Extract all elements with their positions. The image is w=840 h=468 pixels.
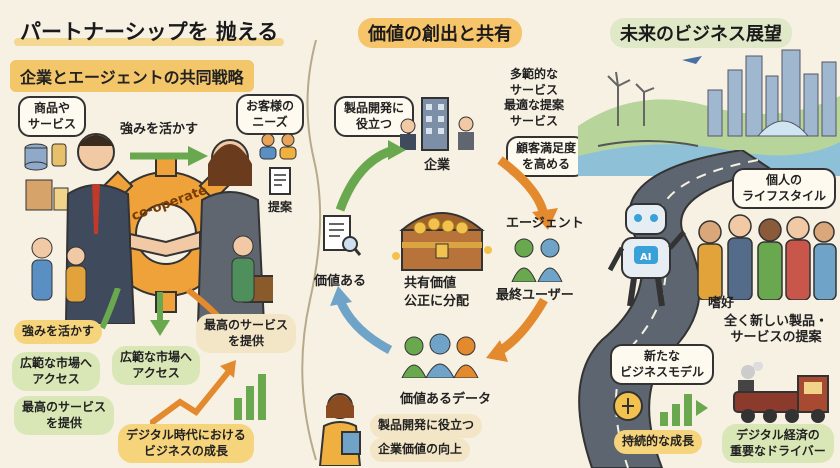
- diverse-people-group: [697, 214, 837, 300]
- document-magnify-icon: [323, 215, 362, 256]
- sustainable-growth-icon: [613, 391, 708, 426]
- best-service-right-pill: 最高のサービス を提供: [196, 314, 297, 354]
- city-skyline-illustration: [578, 49, 840, 176]
- customer-needs-bubble: お客様の ニーズ: [236, 94, 305, 136]
- end-user-label: 最終ユーザー: [496, 288, 574, 303]
- valuable-label: 価値ある: [314, 274, 367, 289]
- robot-ai-label: AI: [640, 252, 652, 263]
- digital-growth-pill: デジタル時代における ビジネスの成長: [118, 424, 254, 464]
- new-model-bubble: 新たな ビジネスモデル: [610, 344, 715, 386]
- sustainable-growth-pill: 持続的な成長: [614, 430, 703, 454]
- growth-chart-icon: [150, 360, 266, 426]
- partnership-title: パートナーシップを 抛える: [10, 14, 288, 48]
- new-products-label: 全く新しい製品・ サービスの提案: [724, 314, 829, 346]
- future-outlook-title: 未来のビジネス展望: [610, 18, 792, 48]
- product-icons: [24, 143, 69, 211]
- value-creation-title: 価値の創出と共有: [358, 18, 522, 48]
- proposal-icon: [269, 167, 291, 195]
- wide-market-left-pill: 広範な市場へ アクセス: [12, 352, 101, 392]
- children-icon: [31, 237, 87, 303]
- value-creation-panel: 価値の創出と共有 製品開発に 役立つ 企業 多範的な サービス 最適な提案 サー…: [300, 0, 587, 468]
- woman-tablet-icon: [318, 393, 362, 466]
- steam-train-icon: [733, 362, 829, 423]
- ai-robot-icon: [608, 203, 686, 307]
- best-service-left-pill: 最高のサービス を提供: [14, 396, 115, 436]
- strengths-arrow: [130, 146, 208, 166]
- value-cycle-arrows: [330, 140, 558, 362]
- treasure-chest-icon: [392, 212, 492, 271]
- product-dev-pill: 製品開発に役立つ: [370, 414, 483, 438]
- satisfaction-bubble: 顧客満足度 を高める: [506, 136, 587, 178]
- customer-people-icon: [259, 133, 297, 160]
- agent-label: エージェント: [506, 216, 584, 231]
- shared-value-label: 共有価値: [404, 276, 457, 291]
- wide-market-mid-pill: 広範な市場へ アクセス: [112, 346, 201, 386]
- company-label: 企業: [424, 158, 451, 173]
- products-bubble: 商品や サービス: [18, 96, 87, 138]
- digital-driver-pill: デジタル経済の 重要なドライバー: [722, 424, 834, 464]
- product-dev-bubble: 製品開発に 役立つ: [334, 96, 415, 138]
- future-outlook-panel: 未来のビジネス展望 AI 個人の ライフスタイル: [572, 0, 840, 468]
- proposal-label: 提案: [268, 200, 293, 214]
- joint-strategy-subtitle: 企業とエージェントの共同戦略: [10, 60, 254, 92]
- company-building-icon: [400, 97, 474, 151]
- diverse-services-bubble: 多範的な サービス 最適な提案 サービス: [504, 67, 565, 128]
- user-group-icon: [401, 333, 479, 378]
- valuable-data-label: 価値あるデータ: [400, 392, 492, 407]
- strengths-label-top: 強みを活かす: [120, 122, 199, 137]
- strengths-pill: 強みを活かす: [14, 320, 103, 344]
- divider-swirl: [301, 40, 322, 460]
- agent-people-icon: [511, 238, 563, 282]
- child-icon-right: [231, 235, 255, 303]
- hobby-label: 嗜好: [708, 296, 735, 311]
- corporate-value-pill: 企業価値の向上: [370, 438, 471, 462]
- partnership-panel: パートナーシップを 抛える 企業とエージェントの共同戦略 商品や サービス: [0, 0, 305, 468]
- fair-distribution-label: 公正に分配: [404, 294, 470, 309]
- lifestyle-bubble: 個人の ライフスタイル: [732, 168, 837, 210]
